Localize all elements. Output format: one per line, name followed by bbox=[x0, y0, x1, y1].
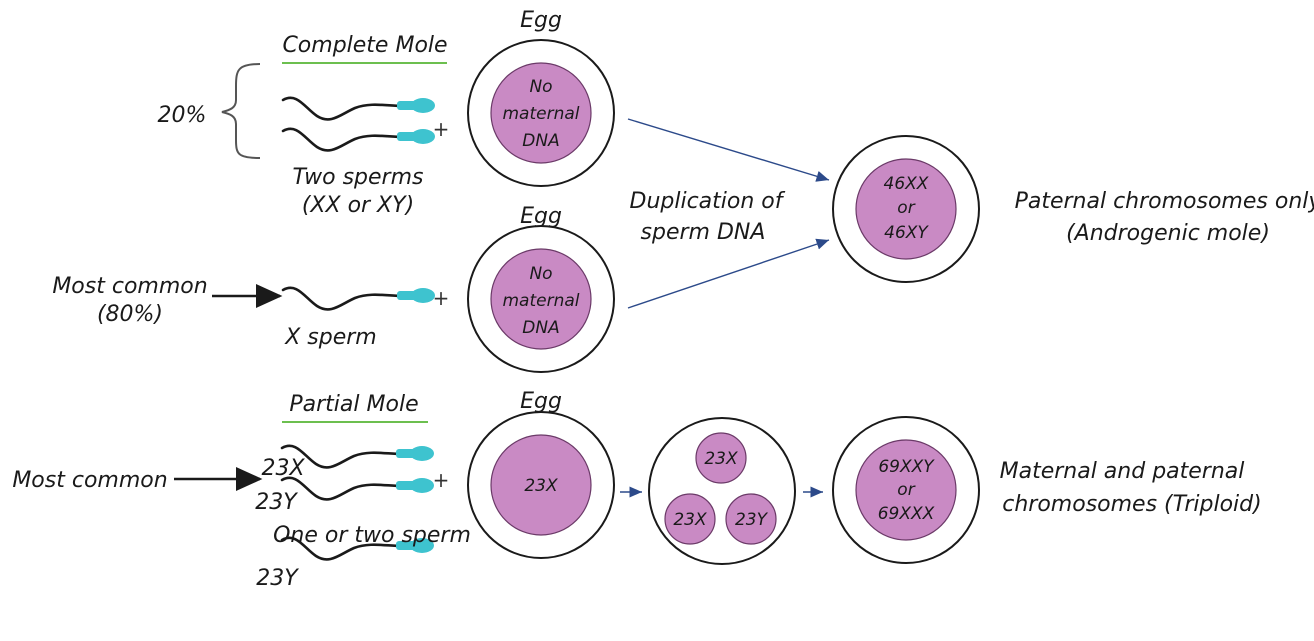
egg2-text-line3: DNA bbox=[522, 318, 559, 338]
split-nucleus-top bbox=[695, 432, 747, 484]
partial-sperm-1 bbox=[280, 444, 436, 469]
paternal-only-label: Paternal chromosomes only bbox=[1015, 189, 1314, 214]
duplication-sublabel: sperm DNA bbox=[641, 220, 766, 245]
split-nucleus-right bbox=[725, 493, 777, 545]
plus-sign-1: + bbox=[433, 117, 450, 141]
egg1-text-line2: maternal bbox=[502, 104, 579, 124]
sperm-23y-label-1: 23Y bbox=[255, 490, 298, 515]
result-partial-line3: 69XXX bbox=[878, 504, 935, 524]
split-top-text: 23X bbox=[704, 449, 738, 469]
egg-label-3: Egg bbox=[520, 389, 562, 414]
result-nucleus-partial bbox=[855, 439, 957, 541]
plus-sign-3: + bbox=[433, 468, 450, 492]
twenty-percent-label: 20% bbox=[158, 103, 207, 128]
eighty-percent-label: (80%) bbox=[97, 302, 163, 327]
arrow-egg1-to-result bbox=[627, 118, 830, 182]
androgenic-mole-label: (Androgenic mole) bbox=[1066, 221, 1270, 246]
result-complete-line2: or bbox=[897, 198, 915, 218]
sperm-23x-label: 23X bbox=[261, 456, 305, 481]
two-sperms-label: Two sperms bbox=[293, 165, 424, 190]
split-nucleus-left bbox=[664, 493, 716, 545]
egg-nucleus-1 bbox=[490, 62, 592, 164]
triploid-label: chromosomes (Triploid) bbox=[1002, 492, 1261, 517]
split-left-text: 23X bbox=[673, 510, 707, 530]
two-sperms-sublabel: (XX or XY) bbox=[302, 193, 414, 218]
egg1-text-line1: No bbox=[529, 77, 552, 97]
x-sperm bbox=[281, 286, 437, 311]
egg2-text-line2: maternal bbox=[502, 291, 579, 311]
complete-mole-title: Complete Mole bbox=[282, 33, 447, 58]
sperm-23y-label-2: 23Y bbox=[256, 566, 299, 591]
egg1-text-line3: DNA bbox=[522, 131, 559, 151]
maternal-paternal-label: Maternal and paternal bbox=[1000, 459, 1245, 484]
egg-nucleus-3 bbox=[490, 434, 592, 536]
one-or-two-sperm-label: One or two sperm bbox=[273, 523, 471, 548]
result-nucleus-complete bbox=[855, 158, 957, 260]
egg2-text-line1: No bbox=[529, 264, 552, 284]
arrow-egg2-to-result bbox=[627, 238, 830, 309]
bracket bbox=[221, 63, 261, 159]
egg3-text: 23X bbox=[524, 476, 558, 496]
egg-label-2: Egg bbox=[520, 204, 562, 229]
sperm-1 bbox=[281, 96, 437, 121]
x-sperm-label: X sperm bbox=[284, 325, 377, 350]
sperm-2 bbox=[281, 127, 437, 152]
egg-label-1: Egg bbox=[520, 8, 562, 33]
result-complete-line1: 46XX bbox=[884, 174, 929, 194]
result-complete-line3: 46XY bbox=[884, 223, 929, 243]
most-common-label: Most common bbox=[52, 274, 207, 299]
result-partial-line2: or bbox=[897, 480, 915, 500]
result-partial-line1: 69XXY bbox=[878, 457, 935, 477]
partial-sperm-2 bbox=[280, 476, 436, 501]
duplication-label: Duplication of bbox=[630, 189, 786, 214]
plus-sign-2: + bbox=[433, 286, 450, 310]
split-right-text: 23Y bbox=[735, 510, 769, 530]
partial-mole-title: Partial Mole bbox=[289, 392, 418, 417]
partial-most-common-label: Most common bbox=[12, 468, 167, 493]
egg-nucleus-2 bbox=[490, 248, 592, 350]
